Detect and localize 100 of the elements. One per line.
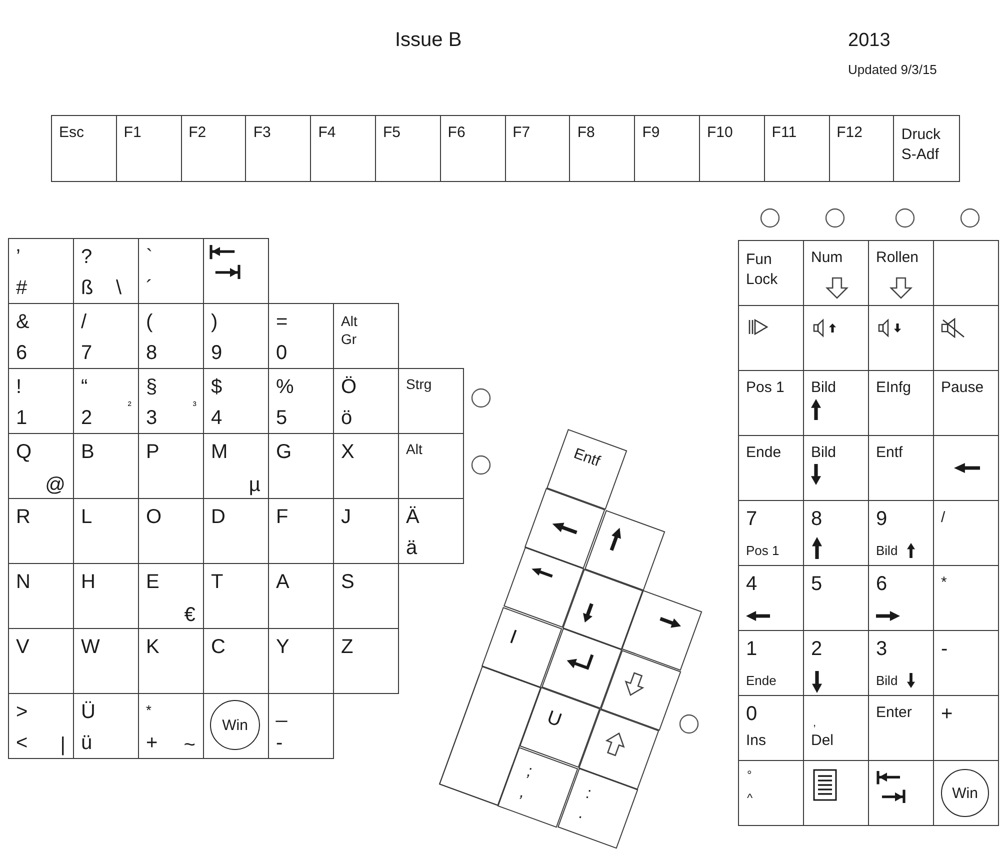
key-legend: M — [211, 442, 228, 462]
key-legend: Bild — [811, 380, 836, 395]
key-legend: Pos 1 — [746, 380, 784, 395]
key-legend: Entf — [876, 445, 903, 460]
key-legend: K — [146, 637, 160, 657]
key-legend: 8 — [811, 509, 822, 529]
key-legend: : — [584, 786, 594, 802]
key-legend: 7 — [81, 343, 92, 363]
key-legend: 6 — [876, 574, 888, 594]
key-legend: J — [341, 507, 351, 527]
key-legend: Pause — [941, 380, 984, 395]
key-legend: ö — [341, 408, 352, 428]
key-legend: Ende — [746, 445, 782, 460]
key-legend: O — [146, 507, 162, 527]
key-legend: ~ — [184, 735, 196, 755]
key-legend: Bild — [811, 445, 836, 460]
keyboard-key — [333, 303, 400, 370]
key-legend: ° — [747, 769, 752, 781]
keyboard-key — [634, 115, 700, 182]
key-legend: - — [941, 639, 948, 659]
key-legend: . — [576, 806, 586, 823]
keyboard-key — [933, 760, 1000, 826]
key-legend: _ — [276, 702, 288, 722]
key-legend: ´ — [146, 278, 153, 298]
key-legend: Bild — [876, 544, 898, 557]
key-legend: Del — [811, 733, 834, 748]
key-legend: F8 — [577, 125, 595, 140]
key-legend: 3 — [876, 639, 888, 659]
key-legend: 3 — [146, 408, 158, 428]
key-legend: R — [16, 507, 30, 527]
key-legend: F9 — [642, 125, 660, 140]
key-legend: N — [16, 572, 30, 592]
key-legend: Fun Lock — [746, 250, 788, 289]
key-legend: Z — [341, 637, 354, 657]
keyboard-key — [245, 115, 312, 182]
key-legend: 6 — [16, 343, 28, 363]
keyboard-key — [699, 115, 766, 182]
key-legend: W — [81, 637, 100, 657]
key-legend: Ü — [81, 702, 96, 722]
key-legend: 2 — [81, 408, 92, 428]
keyboard-key — [764, 115, 830, 182]
key-legend: F11 — [772, 125, 797, 140]
key-legend: F12 — [836, 125, 862, 140]
key-legend: F5 — [383, 125, 401, 140]
key-legend: Q — [16, 442, 32, 462]
key-legend: ß — [81, 278, 94, 298]
keyboard-key — [504, 115, 571, 182]
key-legend: 8 — [146, 343, 158, 363]
keyboard-key — [438, 674, 512, 806]
key-legend: V — [16, 637, 30, 657]
key-legend: Num — [811, 250, 843, 265]
key-legend: # — [16, 278, 28, 298]
key-legend: 0 — [276, 343, 288, 363]
key-legend: ` — [146, 247, 153, 267]
keyboard-key — [569, 115, 636, 182]
key-legend: 1 — [746, 639, 758, 659]
key-legend: Ä — [406, 507, 420, 527]
key-legend: T — [211, 572, 224, 592]
key-legend: F2 — [188, 125, 206, 140]
key-legend: Y — [276, 637, 290, 657]
update-date: Updated 9/3/15 — [848, 63, 937, 78]
issue-label: Issue B — [395, 29, 462, 51]
key-legend: , — [813, 718, 816, 729]
key-legend: F10 — [707, 125, 733, 140]
key-legend: 9 — [211, 343, 222, 363]
key-legend: * — [941, 575, 947, 590]
key-legend: 1 — [16, 408, 28, 428]
key-legend: ² — [128, 401, 132, 412]
key-legend: § — [146, 377, 158, 397]
key-legend: Alt — [406, 442, 422, 456]
key-legend: U — [544, 708, 564, 730]
key-legend: Ins — [746, 733, 766, 748]
key-legend: Entf — [572, 446, 602, 470]
year-label: 2013 — [848, 31, 890, 52]
key-legend: - — [276, 733, 283, 753]
key-legend: 7 — [746, 509, 758, 529]
key-legend: 5 — [811, 574, 822, 594]
key-legend: ! — [16, 377, 22, 397]
keyboard-key — [398, 498, 464, 564]
key-legend: > — [16, 702, 28, 722]
keyboard-key — [893, 115, 960, 182]
key-legend: = — [276, 312, 288, 332]
key-legend: % — [276, 377, 294, 397]
key-legend: X — [341, 442, 354, 462]
key-legend: EInfg — [876, 380, 912, 395]
key-legend: F6 — [448, 125, 466, 140]
key-legend: Win — [210, 700, 260, 750]
key-legend: P — [146, 442, 160, 462]
keyboard-key — [738, 240, 804, 306]
key-legend: & — [16, 312, 30, 332]
key-legend: S — [341, 572, 354, 592]
key-legend: µ — [248, 475, 260, 495]
keyboard-key — [268, 693, 334, 760]
key-legend: 2 — [811, 639, 822, 659]
key-legend: F7 — [512, 125, 530, 140]
key-legend: Pos 1 — [746, 544, 780, 557]
keyboard-key — [398, 368, 464, 434]
key-legend: Win — [941, 769, 989, 817]
keyboard-key — [180, 115, 247, 182]
key-legend: I — [507, 626, 520, 648]
